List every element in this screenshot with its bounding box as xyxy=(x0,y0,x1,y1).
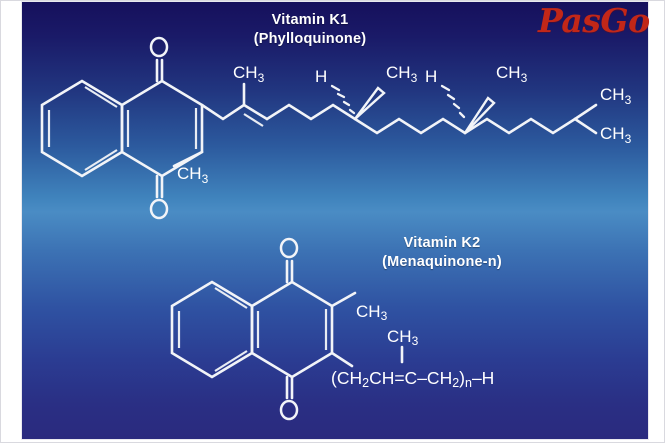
k2-ring-methyl-label: CH3 xyxy=(356,302,388,323)
vitamin-k2-title: Vitamin K2 (Menaquinone-n) xyxy=(332,234,552,272)
k1-phytyl-chain xyxy=(200,82,598,135)
k1-chain-methyl-1-label: CH3 xyxy=(233,63,265,85)
k2-carbonyl-top xyxy=(279,237,299,284)
k1-stereo-methyl-2-label: CH3 xyxy=(496,63,528,85)
k1-hashed-bond-2 xyxy=(440,84,466,119)
vitamin-k1-structure: CH3 CH3 xyxy=(40,36,632,220)
k1-carbonyl-top xyxy=(149,36,169,83)
k1-stereocenter-2 xyxy=(440,84,496,134)
vitamin-k2-title-line2: (Menaquinone-n) xyxy=(382,254,502,270)
k1-stereocenter-1 xyxy=(330,84,386,120)
vitamin-k1-title-line2: (Phylloquinone) xyxy=(253,31,367,47)
k2-carbonyl-bottom xyxy=(279,375,299,421)
k1-terminal-methyl-b-label: CH3 xyxy=(600,124,632,146)
k2-side-chain-formula: (CH2CH=C–CH2)n–H xyxy=(331,368,495,390)
vitamin-k1-title: Vitamin K1 (Phylloquinone) xyxy=(200,11,420,49)
k2-sidechain-bond xyxy=(330,351,354,368)
k2-quinone-ring xyxy=(250,280,334,379)
k1-carbonyl-bottom xyxy=(149,174,169,220)
k1-stereo-h-1-label: H xyxy=(315,67,327,86)
k1-stereo-methyl-1-label: CH3 xyxy=(386,63,418,85)
k1-ring-methyl-bond xyxy=(172,150,204,168)
vitamin-k1-title-line1: Vitamin K1 xyxy=(271,12,349,28)
vitamin-k2-structure xyxy=(170,237,404,421)
k1-hashed-bond-1 xyxy=(330,84,356,115)
gradient-background-panel: Vitamin K1 (Phylloquinone) xyxy=(22,2,648,439)
k1-ring-methyl-label: CH3 xyxy=(177,164,209,186)
k2-branch-methyl-label: CH3 xyxy=(387,327,419,348)
k1-terminal-methyl-a-label: CH3 xyxy=(600,85,632,107)
k1-stereo-h-2-label: H xyxy=(425,67,437,86)
k2-ring-methyl-bond xyxy=(330,291,357,308)
k2-benzene-ring xyxy=(170,280,254,379)
vitamin-k2-title-line1: Vitamin K2 xyxy=(403,235,481,251)
